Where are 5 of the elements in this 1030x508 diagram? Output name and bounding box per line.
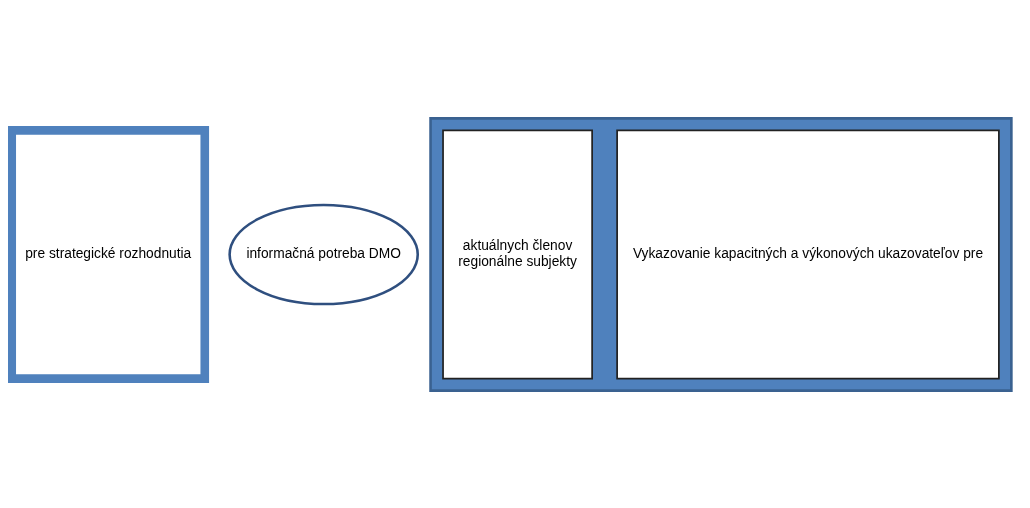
node-ellipse: informačná potreba DMO	[228, 203, 420, 305]
node-box: pre strategické rozhodnutia	[8, 125, 210, 383]
node-box: aktuálnych členov regionálne subjekty	[442, 129, 593, 379]
cluster	[429, 116, 1013, 392]
node-box: Vykazovanie kapacitných a výkonových ukazovateľov pre	[616, 129, 1000, 379]
